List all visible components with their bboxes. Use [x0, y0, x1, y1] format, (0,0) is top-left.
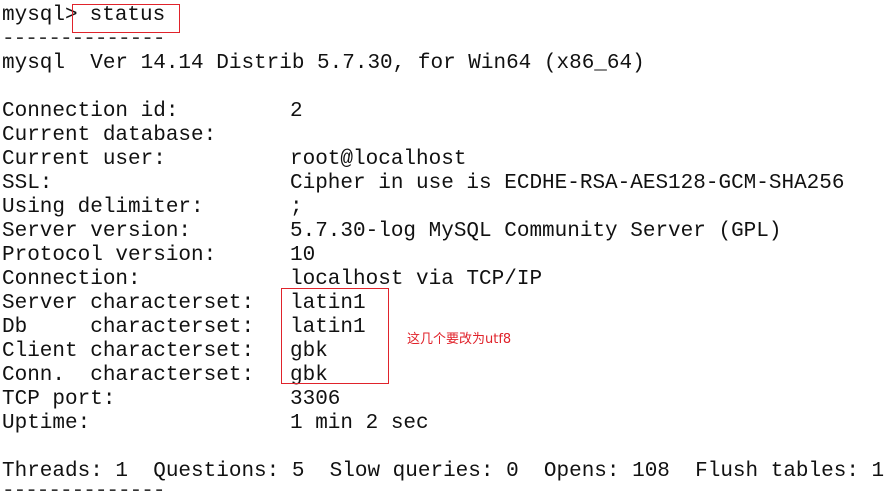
version-line: mysql Ver 14.14 Distrib 5.7.30, for Win6…	[2, 52, 645, 75]
field-label: Using delimiter:	[2, 196, 204, 219]
field-value: 1 min 2 sec	[290, 412, 429, 435]
field-label: Client characterset:	[2, 340, 255, 363]
field-label: Current database:	[2, 124, 217, 147]
prompt-line: mysql> status	[2, 4, 165, 28]
field-value: Cipher in use is ECDHE-RSA-AES128-GCM-SH…	[290, 172, 845, 195]
field-value: root@localhost	[290, 148, 467, 171]
field-value: ;	[290, 196, 303, 219]
field-value: 3306	[290, 388, 341, 411]
field-label: Conn. characterset:	[2, 364, 255, 387]
field-value: gbk	[290, 340, 328, 363]
field-label: Uptime:	[2, 412, 91, 435]
field-label: Connection id:	[2, 100, 179, 123]
field-label: TCP port:	[2, 388, 116, 411]
field-value: latin1	[290, 292, 366, 315]
prompt-label: mysql>	[2, 4, 78, 27]
field-label: Current user:	[2, 148, 166, 171]
separator-bottom: --------------	[2, 480, 165, 500]
charset-annotation: 这几个要改为utf8	[407, 332, 512, 347]
threads-line: Threads: 1 Questions: 5 Slow queries: 0 …	[2, 460, 885, 483]
field-label: Server characterset:	[2, 292, 255, 315]
field-label: SSL:	[2, 172, 53, 195]
field-label: Db characterset:	[2, 316, 255, 339]
field-value: latin1	[290, 316, 366, 339]
field-value: 2	[290, 100, 303, 123]
field-label: Connection:	[2, 268, 141, 291]
field-value: gbk	[290, 364, 328, 387]
command-text: status	[89, 4, 166, 27]
field-value: 5.7.30-log MySQL Community Server (GPL)	[290, 220, 782, 243]
field-value: 10	[290, 244, 316, 267]
field-label: Protocol version:	[2, 244, 217, 267]
charset-highlight-box	[281, 288, 389, 384]
field-value: localhost via TCP/IP	[290, 268, 543, 291]
separator-top: --------------	[2, 28, 165, 51]
field-label: Server version:	[2, 220, 192, 243]
command-highlight-box	[72, 4, 180, 33]
